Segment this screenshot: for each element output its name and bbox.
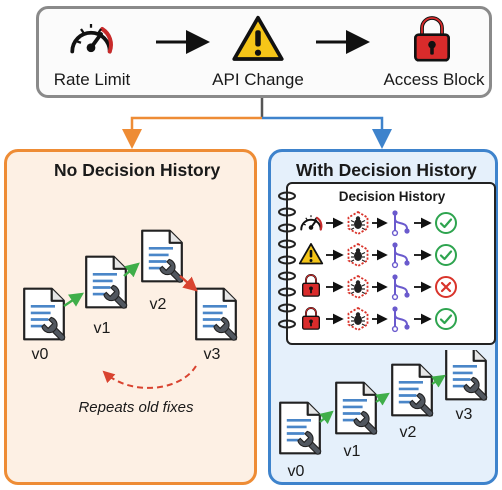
decision-row xyxy=(301,273,458,301)
branch-icon xyxy=(391,209,411,237)
branch-icon xyxy=(391,305,411,333)
step-label-access-block: Access Block xyxy=(383,70,485,89)
document-v0-icon xyxy=(278,401,322,456)
version-label: v0 xyxy=(287,463,305,480)
version-label: v1 xyxy=(93,320,111,337)
no-history-title: No Decision History xyxy=(54,160,221,180)
branch-icon xyxy=(391,273,411,301)
notebook-title: Decision History xyxy=(338,189,446,204)
notebook-spiral xyxy=(278,191,296,329)
step-label-rate-limit: Rate Limit xyxy=(53,70,131,89)
document-v0-icon xyxy=(22,287,66,342)
version-progression-diagram xyxy=(278,350,488,456)
failure-cross-icon xyxy=(434,275,458,299)
bug-icon xyxy=(347,211,369,235)
document-v1-icon xyxy=(334,381,378,436)
document-v2-icon xyxy=(140,229,184,284)
decision-rows xyxy=(298,209,458,333)
branch-connector xyxy=(122,98,392,149)
warning-icon xyxy=(298,243,324,265)
success-check-icon xyxy=(434,243,458,267)
document-v1-icon xyxy=(84,255,128,310)
bug-icon xyxy=(347,275,369,299)
with-history-title: With Decision History xyxy=(296,160,477,180)
version-label: v1 xyxy=(343,443,361,460)
repeat-caption: Repeats old fixes xyxy=(78,399,194,416)
decision-history-notebook xyxy=(286,182,496,345)
document-v3-icon xyxy=(444,350,488,402)
decision-row xyxy=(300,209,458,237)
speedometer-icon xyxy=(300,214,323,231)
bug-icon xyxy=(347,243,369,267)
success-check-icon xyxy=(434,307,458,331)
version-label: v3 xyxy=(455,406,473,423)
padlock-icon xyxy=(301,306,321,331)
bug-icon xyxy=(347,307,369,331)
step-label-api-change: API Change xyxy=(212,70,304,89)
version-label: v0 xyxy=(31,346,49,363)
flow-arrow xyxy=(156,30,210,54)
version-label: v3 xyxy=(203,346,221,363)
version-label: v2 xyxy=(149,296,167,313)
version-label: v2 xyxy=(399,424,417,441)
speedometer-icon xyxy=(70,22,113,55)
flow-arrow xyxy=(316,30,370,54)
document-v3-icon xyxy=(194,287,238,342)
warning-icon xyxy=(232,15,284,61)
decision-row xyxy=(298,241,458,269)
padlock-icon xyxy=(301,273,321,298)
version-drift-diagram xyxy=(22,229,238,389)
branch-icon xyxy=(391,241,411,269)
success-check-icon xyxy=(434,211,458,235)
decision-row xyxy=(301,305,458,333)
padlock-icon xyxy=(410,10,454,66)
document-v2-icon xyxy=(390,363,434,418)
